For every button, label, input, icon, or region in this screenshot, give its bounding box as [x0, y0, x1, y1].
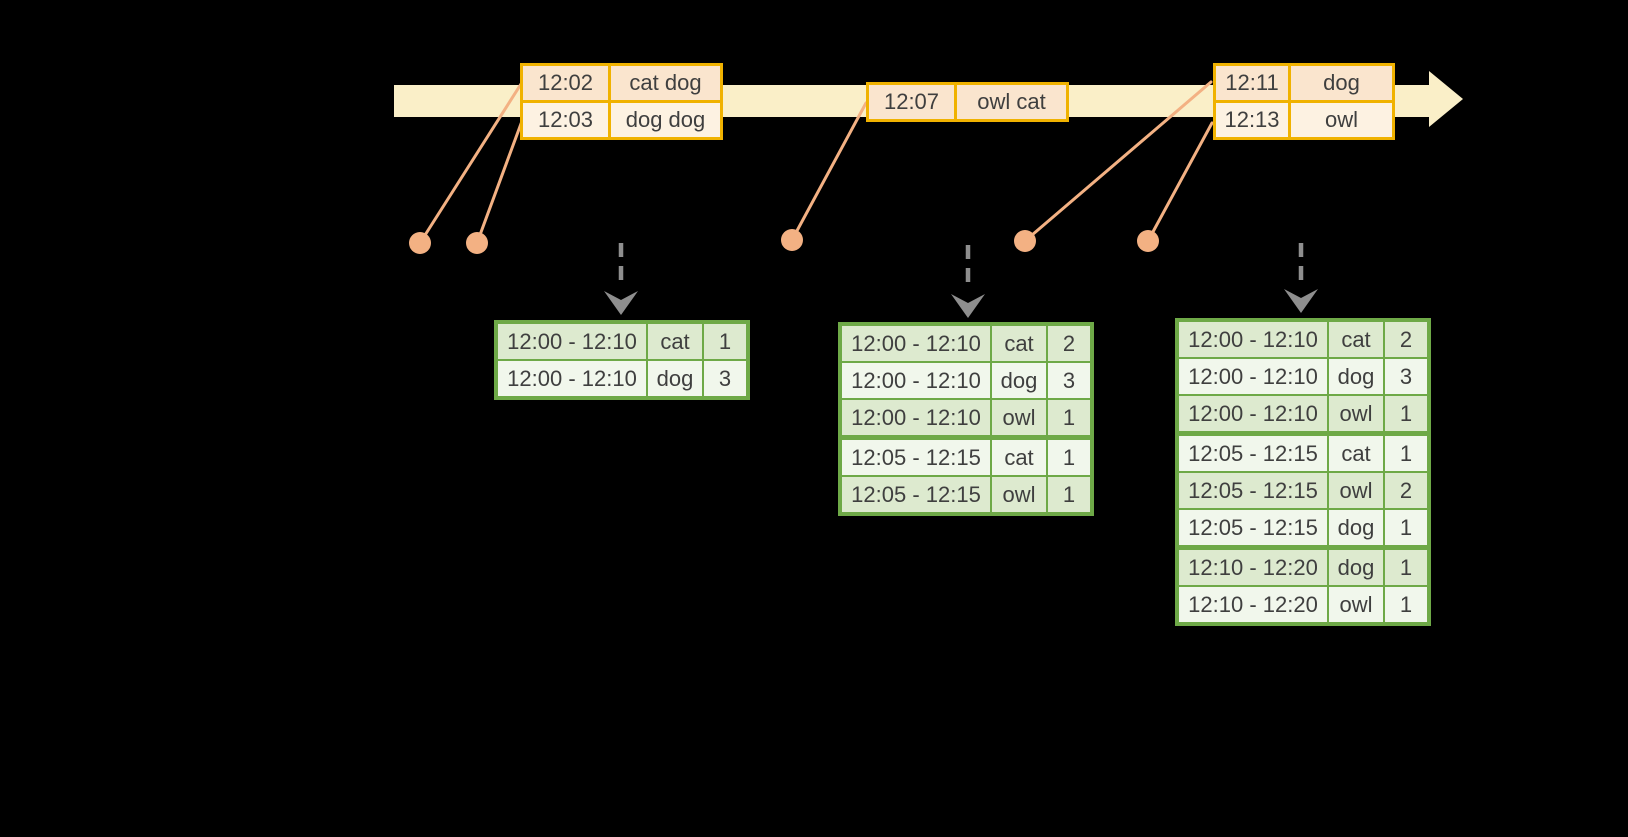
event-dot [1014, 230, 1036, 252]
table-cell: cat [992, 326, 1046, 361]
table-cell: 12:00 - 12:10 [498, 361, 646, 396]
table-cell: 12:00 - 12:10 [842, 326, 990, 361]
table-cell: owl [992, 477, 1046, 512]
table-cell: owl [1329, 587, 1383, 622]
table-cell: owl [1329, 473, 1383, 508]
table-cell: owl [992, 400, 1046, 435]
table-cell: owl cat [957, 85, 1066, 119]
table-cell: 12:00 - 12:10 [1179, 359, 1327, 394]
table-cell: 12:03 [523, 103, 608, 137]
table-cell: dog [648, 361, 702, 396]
trigger-arrowhead-icon [1284, 289, 1318, 313]
table-cell: dog [1329, 510, 1383, 545]
table-cell: 12:05 - 12:15 [842, 440, 990, 475]
table-cell: 3 [1385, 359, 1427, 394]
table-cell: 12:00 - 12:10 [1179, 322, 1327, 357]
table-cell: dog dog [611, 103, 720, 137]
table-cell: 3 [1048, 363, 1090, 398]
event-connector-line [475, 119, 524, 245]
table-cell: 12:00 - 12:10 [842, 400, 990, 435]
table-cell: 12:05 - 12:15 [1179, 436, 1327, 471]
table-cell: 12:02 [523, 66, 608, 100]
event-dot [1137, 230, 1159, 252]
table-cell: 1 [1048, 440, 1090, 475]
table-cell: 12:05 - 12:15 [1179, 473, 1327, 508]
table-cell: cat dog [611, 66, 720, 100]
table-cell: 12:13 [1216, 103, 1288, 137]
table-cell: cat [648, 324, 702, 359]
event-dot [466, 232, 488, 254]
table-cell: 1 [704, 324, 746, 359]
event-connector-line [1146, 121, 1214, 243]
table-cell: 12:07 [869, 85, 954, 119]
event-dot [781, 229, 803, 251]
table-cell: cat [1329, 436, 1383, 471]
event-connector-line [790, 101, 868, 242]
trigger-arrowhead-icon [951, 294, 985, 318]
table-cell: 2 [1385, 322, 1427, 357]
table-cell: dog [1329, 550, 1383, 585]
table-cell: 1 [1385, 510, 1427, 545]
trigger-arrowhead-icon [604, 291, 638, 315]
table-cell: 12:10 - 12:20 [1179, 587, 1327, 622]
table-cell: 12:00 - 12:10 [498, 324, 646, 359]
timeline-arrow-icon [1429, 71, 1463, 127]
table-cell: cat [1329, 322, 1383, 357]
table-cell: 12:10 - 12:20 [1179, 550, 1327, 585]
table-cell: dog [1291, 66, 1392, 100]
table-cell: 12:05 - 12:15 [842, 477, 990, 512]
table-cell: 1 [1048, 477, 1090, 512]
table-cell: 12:05 - 12:15 [1179, 510, 1327, 545]
table-cell: 1 [1385, 550, 1427, 585]
table-cell: cat [992, 440, 1046, 475]
table-cell: owl [1291, 103, 1392, 137]
table-cell: 1 [1385, 396, 1427, 431]
event-connector-line [418, 82, 523, 245]
table-cell: 1 [1385, 436, 1427, 471]
table-cell: 12:11 [1216, 66, 1288, 100]
table-cell: 12:00 - 12:10 [1179, 396, 1327, 431]
table-cell: 2 [1048, 326, 1090, 361]
table-cell: 1 [1048, 400, 1090, 435]
table-cell: 2 [1385, 473, 1427, 508]
table-cell: 3 [704, 361, 746, 396]
table-cell: dog [992, 363, 1046, 398]
table-cell: dog [1329, 359, 1383, 394]
table-cell: 12:00 - 12:10 [842, 363, 990, 398]
table-cell: owl [1329, 396, 1383, 431]
event-dot [409, 232, 431, 254]
table-cell: 1 [1385, 587, 1427, 622]
event-connector-line [1023, 80, 1213, 243]
